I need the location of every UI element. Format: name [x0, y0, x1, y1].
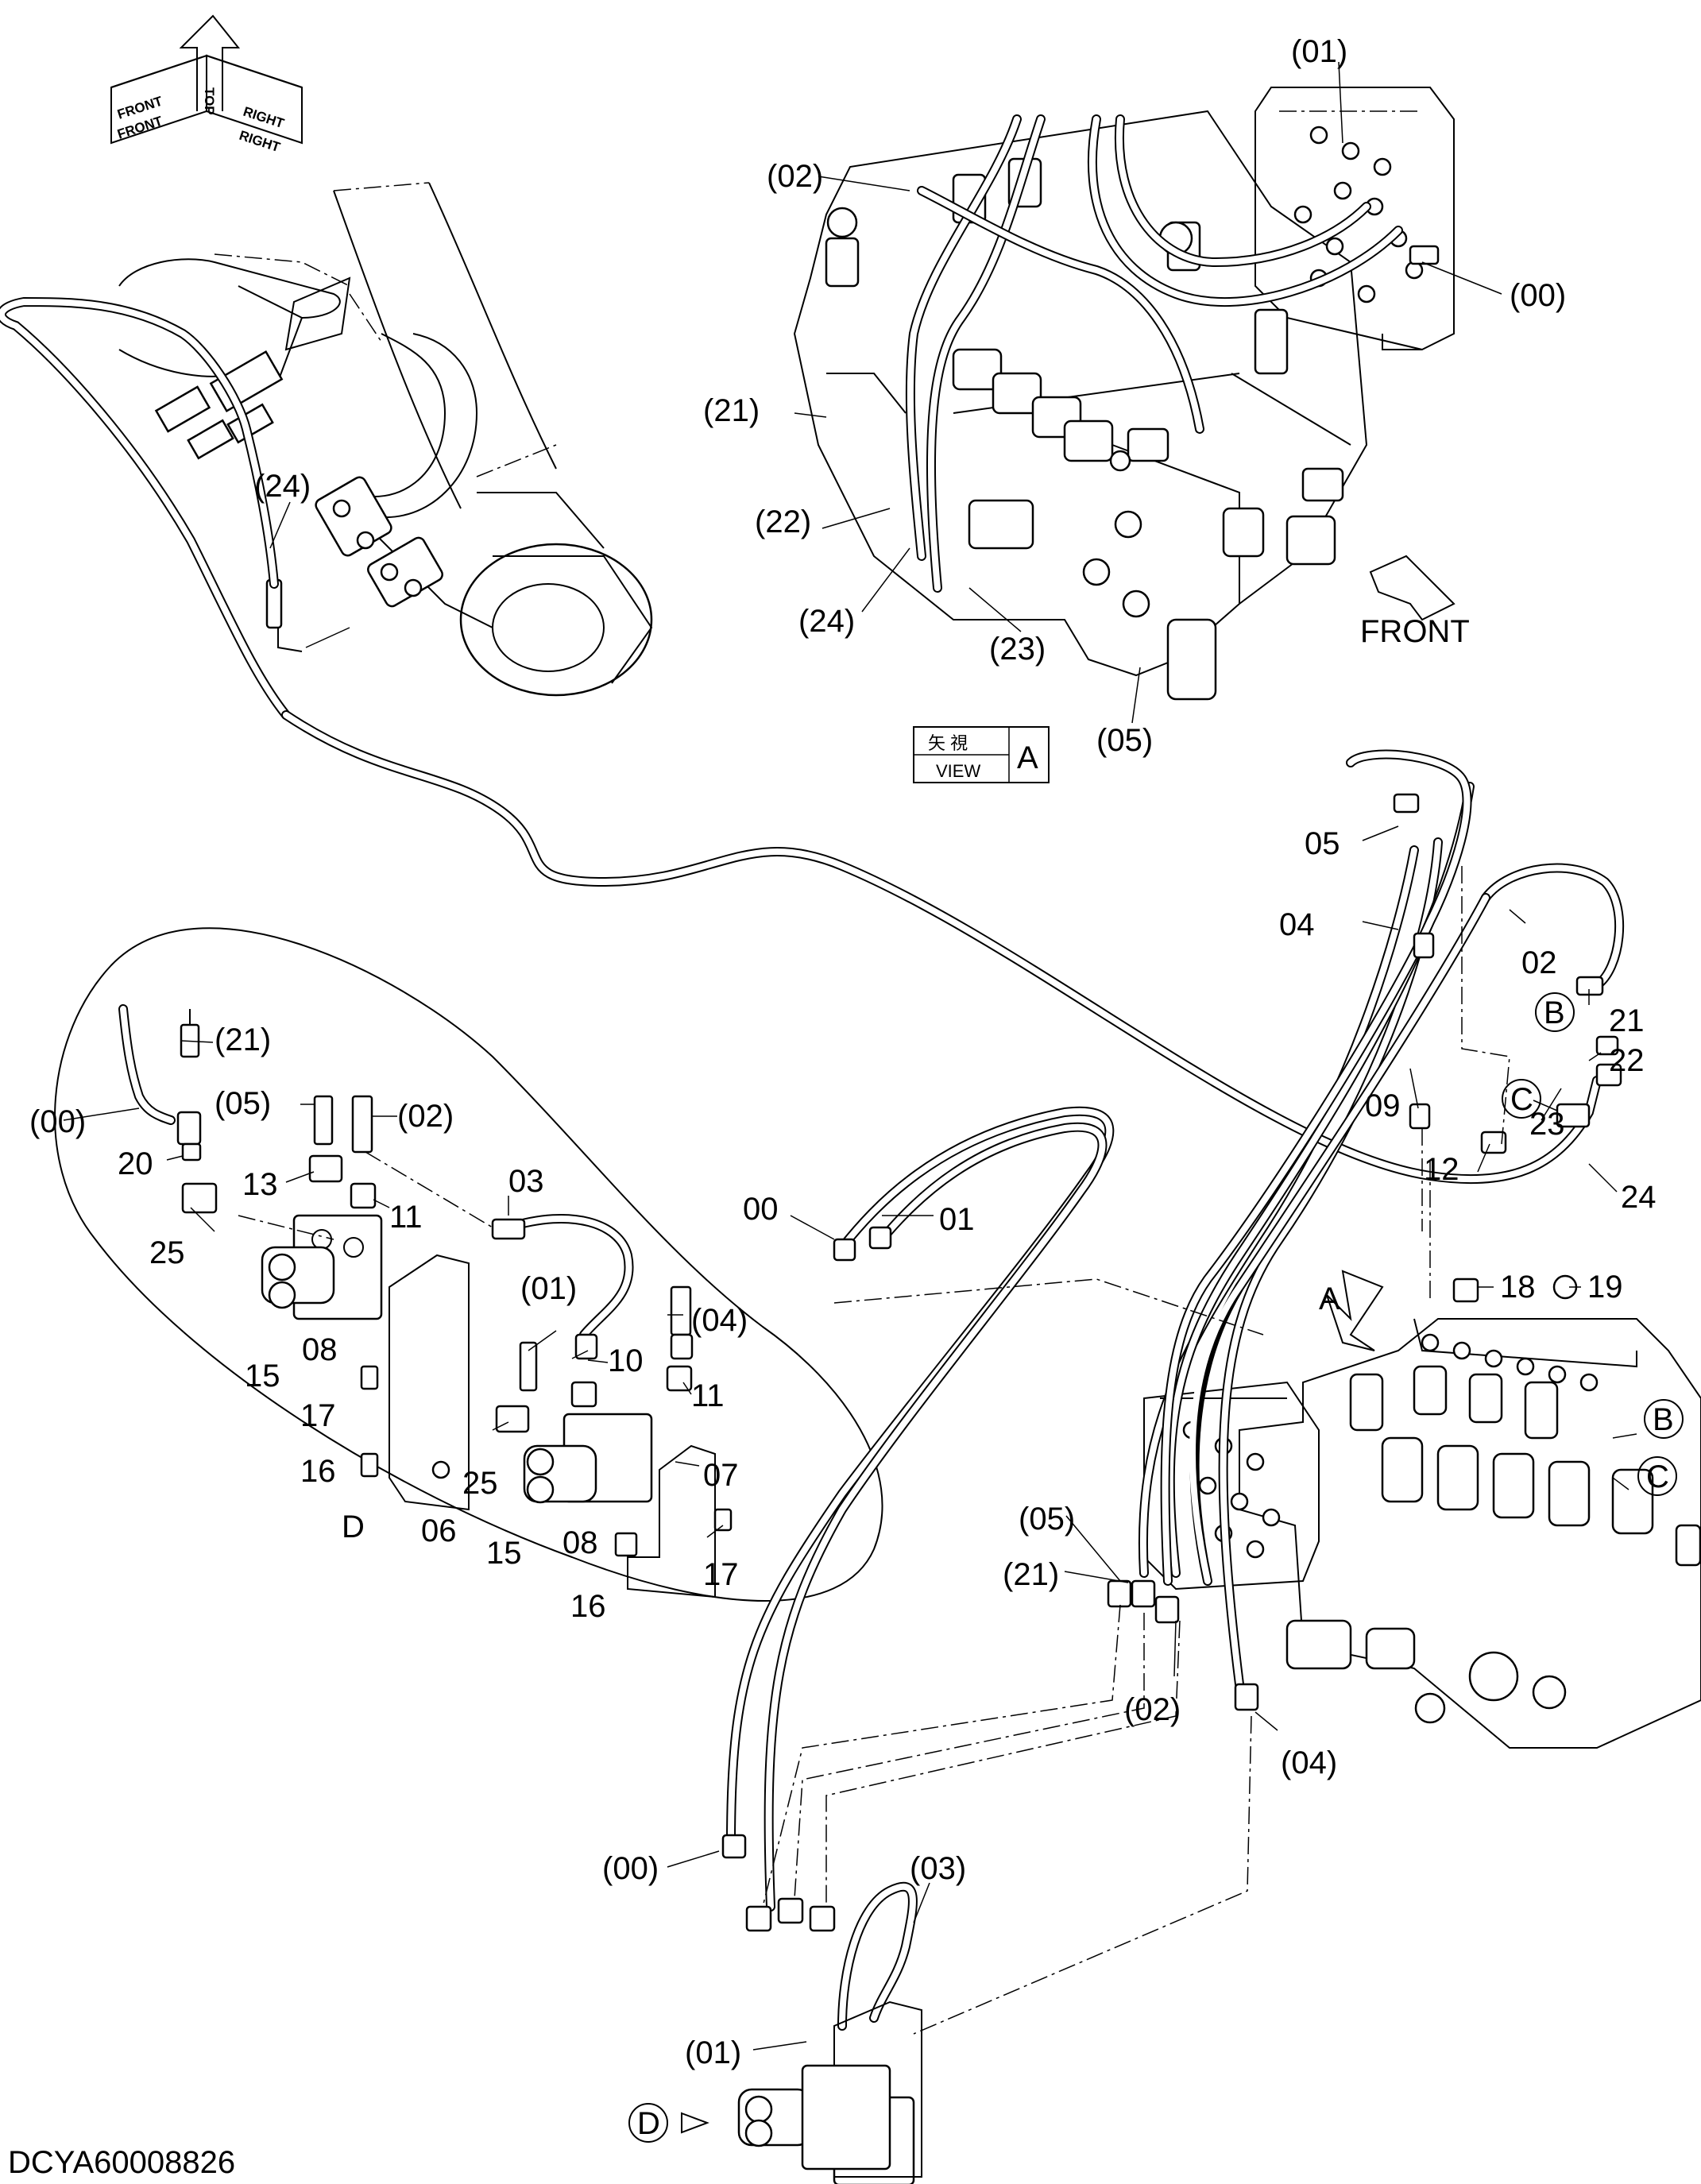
- detail-d-pointer-icon: [681, 2112, 709, 2134]
- detail-d-callout-16a: 16: [300, 1454, 336, 1489]
- main-callout-05-ref: (05): [1019, 1502, 1075, 1537]
- boom-view: (24): [0, 182, 653, 720]
- view-a-arrow-icon: [1326, 1270, 1384, 1351]
- view-a-callout-05: (05): [1096, 723, 1153, 758]
- orientation-right-label-2: RIGHT: [238, 128, 283, 156]
- main-callout-24: 24: [1621, 1180, 1657, 1215]
- main-callout-00-ref: (00): [602, 1851, 659, 1886]
- detail-d-callout-25a: 25: [149, 1235, 185, 1270]
- front-arrow-icon: [1369, 555, 1456, 621]
- orientation-top-label: TOP: [202, 87, 217, 115]
- main-callout-21-ref: (21): [1003, 1557, 1059, 1592]
- detail-d-callout-16b: 16: [570, 1589, 606, 1624]
- main-callout-05: 05: [1305, 826, 1340, 861]
- orientation-right-label: RIGHT: [242, 104, 287, 132]
- main-callout-02-ref: (02): [1124, 1692, 1181, 1727]
- boom-callout-24: (24): [254, 469, 311, 504]
- long-hose: [281, 710, 1602, 1185]
- detail-d-callout-10: 10: [608, 1343, 644, 1378]
- document-id: DCYA60008826: [8, 2145, 235, 2180]
- detail-d-callout-08a: 08: [302, 1332, 338, 1367]
- circled-b-1: B: [1535, 992, 1575, 1032]
- circled-b-1-label: B: [1544, 995, 1565, 1030]
- view-a-callout-00: (00): [1510, 278, 1566, 313]
- view-a-label-view: VIEW: [936, 761, 980, 781]
- view-a-label-letter: A: [1017, 740, 1038, 775]
- detail-d-callout-02: (02): [397, 1099, 454, 1134]
- detail-d-callout-15b: 15: [486, 1536, 522, 1571]
- circled-c-1: C: [1502, 1079, 1541, 1119]
- circled-b-2: B: [1644, 1399, 1684, 1439]
- main-callout-01-ref: (01): [685, 2035, 741, 2070]
- detail-d-callout-21: (21): [215, 1022, 271, 1057]
- detail-d-callout-04: (04): [691, 1303, 748, 1338]
- circled-c-1-label: C: [1510, 1082, 1533, 1117]
- detail-d-callout-05: (05): [215, 1086, 271, 1121]
- view-a-callout-21: (21): [703, 393, 760, 428]
- circled-d: D: [628, 2103, 668, 2143]
- detail-d-callout-15a: 15: [245, 1359, 280, 1394]
- detail-d-callout-25b: 25: [462, 1466, 498, 1501]
- circled-c-2: C: [1637, 1456, 1677, 1496]
- main-callout-18: 18: [1500, 1270, 1536, 1305]
- view-a-callout-24: (24): [798, 604, 855, 639]
- main-view: 05 04 02 21 22 09 23 12 24 00 01 18 19 (…: [602, 749, 1701, 2184]
- detail-d-callout-17b: 17: [703, 1557, 739, 1592]
- detail-d-callout-17a: 17: [300, 1398, 336, 1433]
- orientation-indicator: FRONT TOP RIGHT FRONT RIGHT: [110, 14, 303, 156]
- view-a-front-label: FRONT: [1360, 614, 1470, 649]
- view-a-label-jp: 矢 視: [928, 733, 968, 753]
- main-callout-19: 19: [1587, 1270, 1623, 1305]
- detail-d-callout-13: 13: [242, 1167, 278, 1202]
- view-a-callout-02: (02): [767, 159, 823, 194]
- view-a-callout-01: (01): [1291, 34, 1347, 69]
- circled-d-label: D: [637, 2106, 660, 2141]
- detail-d-callout-06: 06: [421, 1513, 457, 1548]
- main-callout-03-ref: (03): [910, 1851, 966, 1886]
- view-a-arrow-label: A: [1319, 1281, 1340, 1316]
- main-callout-04-ref: (04): [1281, 1745, 1337, 1780]
- detail-d-callout-20: 20: [118, 1146, 153, 1181]
- detail-d-letter: D: [342, 1509, 365, 1544]
- main-callout-00: 00: [743, 1192, 779, 1227]
- main-callout-01: 01: [939, 1202, 975, 1237]
- detail-d-callout-03: 03: [508, 1164, 544, 1199]
- main-callout-21: 21: [1609, 1003, 1645, 1038]
- detail-d-callout-11b: 11: [691, 1378, 725, 1413]
- main-callout-02: 02: [1521, 945, 1557, 980]
- view-a-callout-22: (22): [755, 504, 811, 539]
- detail-d: (00) (21) (05) (02) 20 13 11 25 03 15 08…: [29, 927, 883, 1624]
- detail-d-callout-01: (01): [520, 1271, 577, 1306]
- main-callout-22: 22: [1609, 1043, 1645, 1078]
- detail-d-callout-07: 07: [703, 1458, 739, 1493]
- main-callout-04: 04: [1279, 907, 1315, 942]
- view-a-callout-23: (23): [989, 632, 1046, 667]
- main-callout-12: 12: [1424, 1152, 1459, 1187]
- circled-b-2-label: B: [1653, 1402, 1674, 1437]
- detail-d-callout-11a: 11: [389, 1200, 423, 1235]
- main-callout-09: 09: [1365, 1088, 1401, 1123]
- circled-c-2-label: C: [1646, 1459, 1669, 1494]
- view-a: (01) (02) (00) (21) (22) (24) (23) (05) …: [703, 34, 1566, 783]
- detail-d-callout-08b: 08: [562, 1525, 598, 1560]
- detail-d-callout-00: (00): [29, 1104, 86, 1139]
